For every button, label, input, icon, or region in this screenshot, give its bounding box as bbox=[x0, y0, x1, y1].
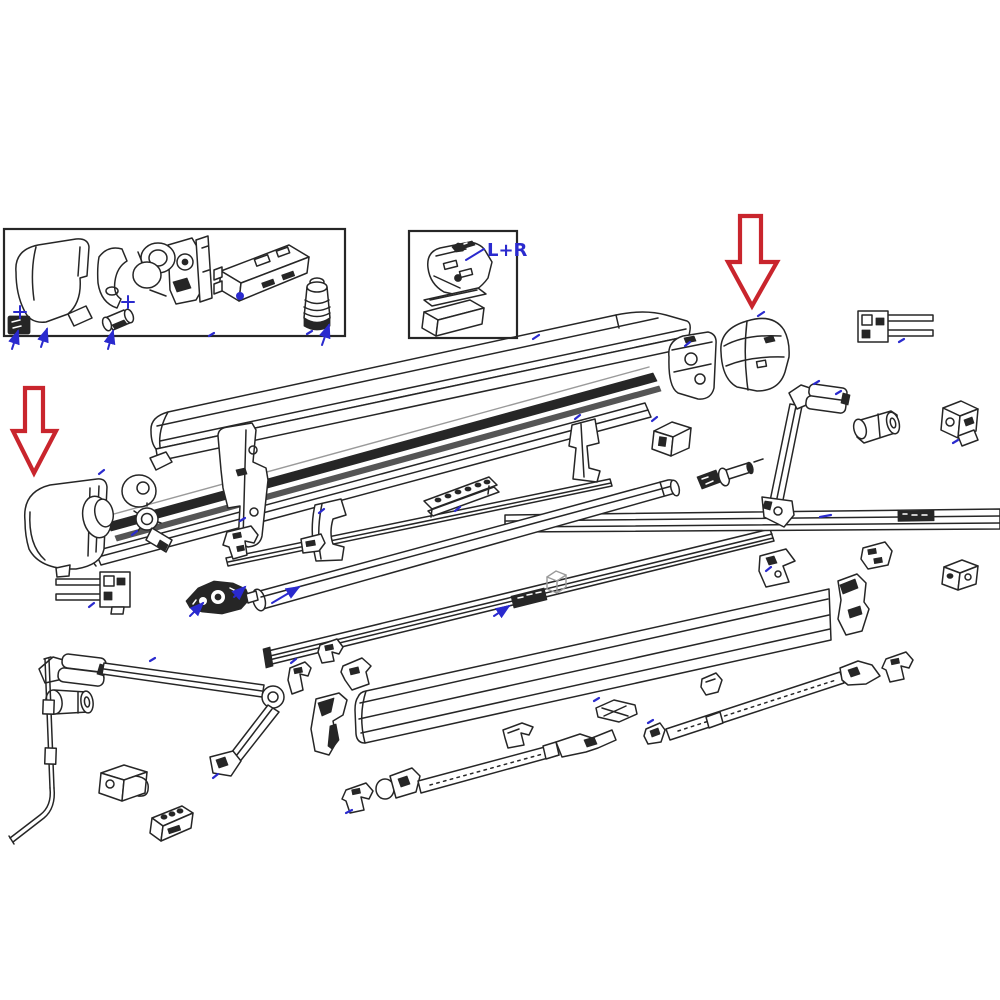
lead-rail bbox=[354, 588, 832, 744]
spring-arm-right bbox=[761, 383, 851, 528]
crank-rod bbox=[8, 656, 58, 845]
inset-pointer-arrows bbox=[8, 323, 331, 350]
inset-bracket-kit: L+R bbox=[407, 229, 528, 340]
control-unit-box bbox=[213, 244, 310, 302]
hook-box-bracket bbox=[98, 764, 149, 802]
label-leader-line bbox=[465, 248, 485, 261]
rail-corner-bracket bbox=[340, 657, 372, 691]
right-end-cap bbox=[720, 317, 790, 392]
curved-bracket bbox=[96, 247, 128, 309]
inset-border bbox=[407, 229, 519, 340]
elbow-side-bracket bbox=[287, 661, 312, 695]
left-end-plate bbox=[217, 422, 269, 548]
mounting-cube bbox=[546, 570, 567, 594]
blue-dot-mark bbox=[236, 292, 244, 300]
tension-rafter-left bbox=[341, 729, 617, 814]
roller-tube bbox=[251, 479, 681, 612]
middle-clip bbox=[502, 722, 534, 749]
plus-mark-1 bbox=[13, 305, 27, 319]
inset-accessory-kit bbox=[2, 227, 347, 350]
cassette-top-profile bbox=[150, 311, 692, 462]
arm-cover-cylinder-right bbox=[852, 410, 901, 444]
plus-mark-2 bbox=[121, 295, 135, 309]
cross-brace-bracket bbox=[595, 699, 638, 723]
red-arrow-right-end-cap bbox=[724, 213, 781, 311]
prong-connector-right bbox=[857, 310, 934, 343]
blue-annotations bbox=[87, 310, 960, 815]
spring-arm-left bbox=[38, 653, 285, 777]
perforated-bracket bbox=[423, 476, 500, 518]
end-disc-set bbox=[81, 451, 173, 539]
end-cap-housing bbox=[15, 238, 93, 327]
rail-clamp-right bbox=[860, 541, 893, 570]
red-arrow-left-end-cap bbox=[9, 385, 60, 478]
inset-border bbox=[2, 227, 347, 338]
rail-clamp-a bbox=[317, 638, 344, 664]
lead-rail-end-cap bbox=[837, 573, 870, 636]
cone-adapter bbox=[303, 277, 331, 331]
wall-bracket-lower-right bbox=[941, 559, 979, 591]
cross-bracket bbox=[651, 421, 692, 457]
spacer-block bbox=[421, 299, 485, 337]
motor-gear-assembly bbox=[132, 235, 213, 305]
label-left-right: L+R bbox=[487, 240, 528, 261]
tension-rafter-right bbox=[643, 651, 914, 745]
black-cover-plate bbox=[7, 315, 31, 335]
clip-right bbox=[700, 672, 723, 696]
triangle-bracket bbox=[758, 548, 796, 588]
mounting-bracket bbox=[427, 241, 493, 297]
roller-pin bbox=[101, 308, 135, 332]
wall-bracket-upper-right bbox=[940, 400, 979, 447]
hook-bracket bbox=[568, 418, 601, 483]
cassette-bottom-profile bbox=[91, 402, 652, 567]
lead-rail-end-cone bbox=[310, 692, 348, 756]
right-inner-bracket bbox=[668, 331, 717, 400]
screw bbox=[451, 240, 476, 253]
prong-connector-left bbox=[55, 571, 131, 615]
strap-bracket bbox=[300, 498, 347, 562]
rail-foot-bracket bbox=[149, 805, 194, 842]
profile-fitting bbox=[510, 587, 548, 609]
side-clamp bbox=[222, 525, 259, 560]
gear-wheel bbox=[133, 502, 173, 553]
roller-adapter bbox=[696, 458, 764, 490]
flat-bar bbox=[423, 287, 487, 307]
